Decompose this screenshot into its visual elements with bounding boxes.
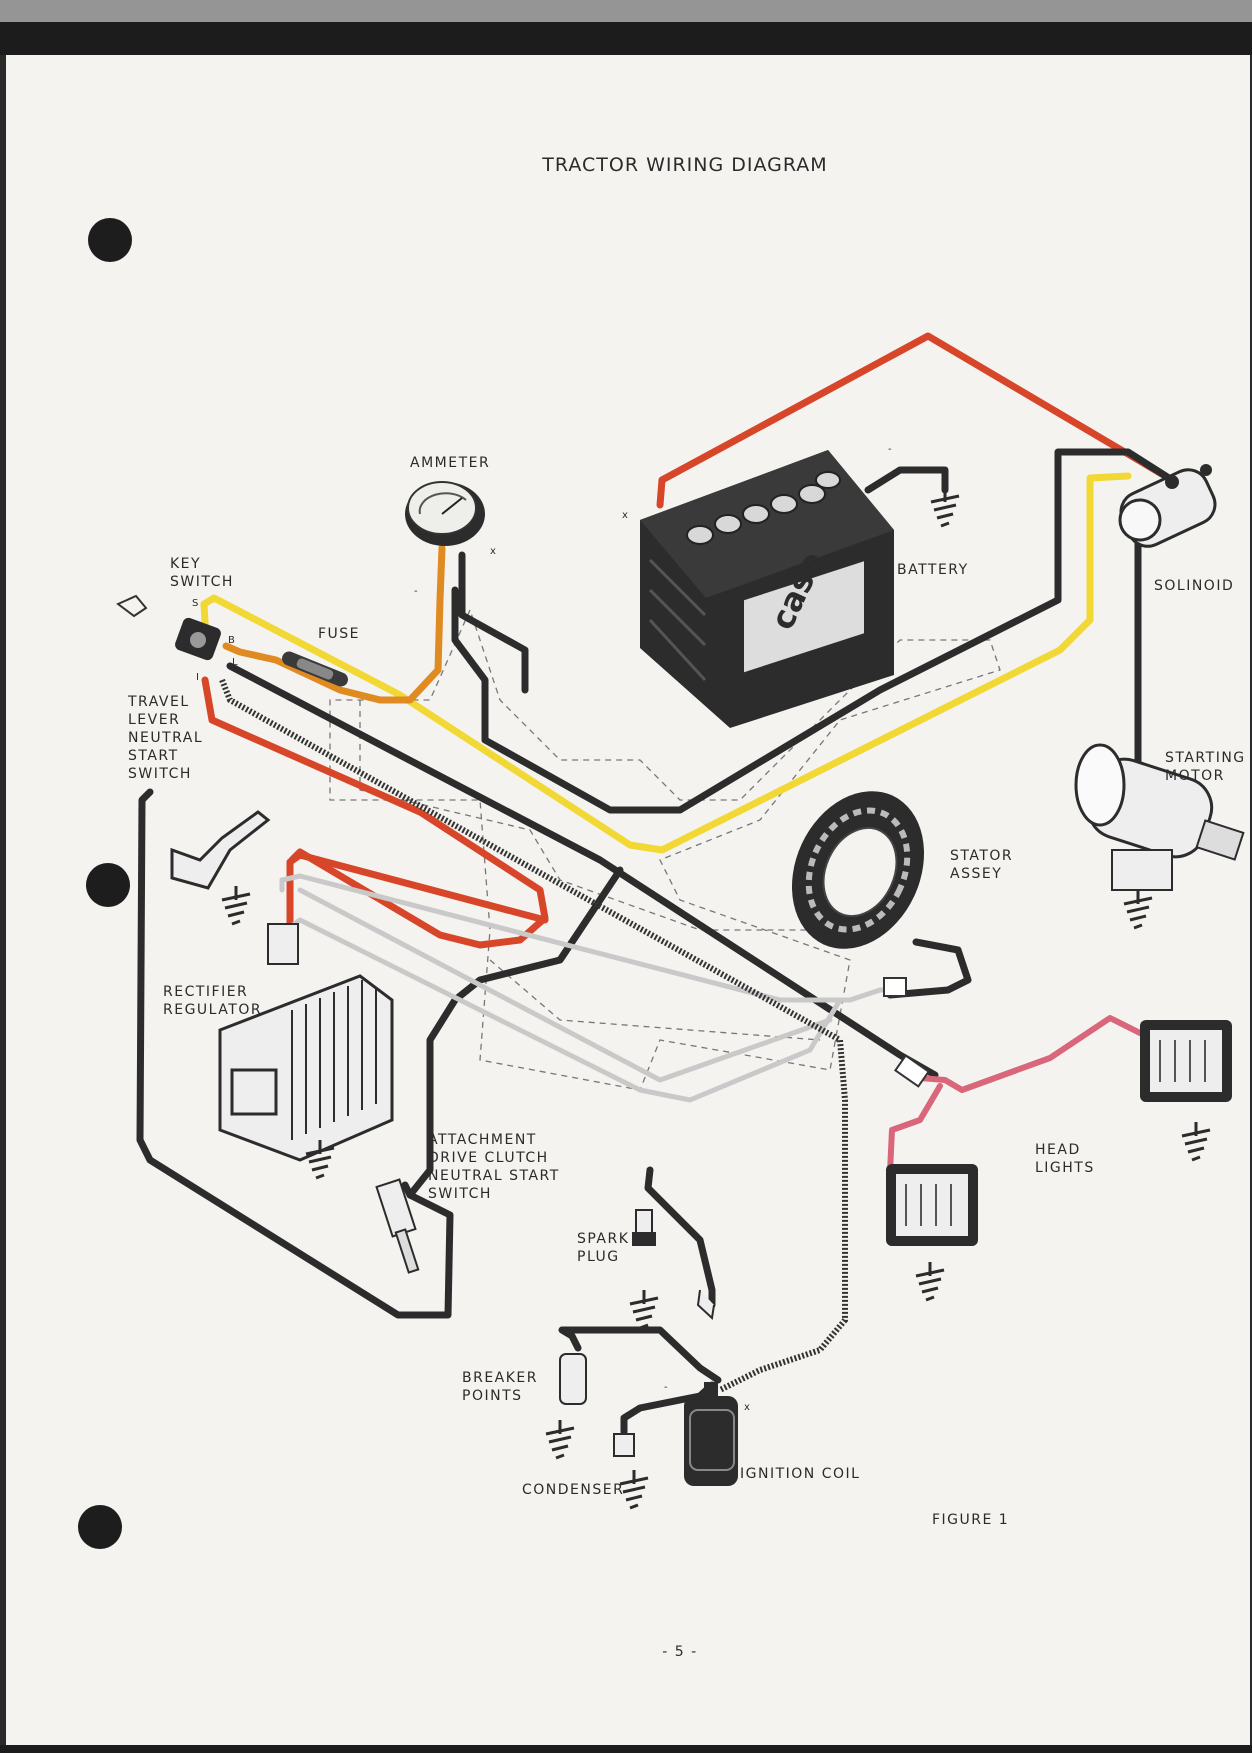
svg-text:STATOR: STATOR (950, 848, 1013, 864)
travel-lever-label: TRAVEL LEVER NEUTRAL START SWITCH (127, 694, 203, 782)
starting-motor-label: STARTING MOTOR (1165, 750, 1246, 784)
svg-text:STARTING: STARTING (1165, 750, 1246, 766)
ignition-coil-wire (219, 678, 848, 1393)
spark-plug (632, 1209, 715, 1321)
headlight-wire (917, 1015, 1153, 1093)
binder-hole (78, 1505, 122, 1549)
fuse-holder (282, 651, 348, 687)
svg-text:RECTIFIER: RECTIFIER (163, 984, 248, 1000)
bottom-scan-edge (0, 1745, 1252, 1753)
condenser-label: CONDENSER (522, 1482, 624, 1498)
solenoid-ground-cable (451, 448, 1176, 814)
attachment-switch-wire (406, 866, 624, 1199)
page-number: - 5 - (662, 1644, 697, 1660)
terminal-s: S (192, 598, 198, 609)
attachment-label: ATTACHMENT DRIVE CLUTCH NEUTRAL START SW… (428, 1132, 560, 1202)
solenoid (1118, 464, 1217, 548)
ammeter-output-wire (458, 551, 529, 694)
diagram-title: TRACTOR WIRING DIAGRAM (541, 154, 827, 176)
battery-label: BATTERY (897, 562, 969, 578)
paper-sheet (6, 55, 1250, 1745)
svg-text:LIGHTS: LIGHTS (1035, 1160, 1095, 1176)
solenoid-ignition-wire (200, 472, 1132, 854)
svg-text:SWITCH: SWITCH (128, 766, 192, 782)
condenser (613, 1433, 635, 1457)
battery-negative-cable (864, 466, 949, 494)
svg-text:REGULATOR: REGULATOR (163, 1002, 262, 1018)
battery-positive-terminal: x (622, 510, 628, 521)
ammeter-label: AMMETER (410, 455, 490, 471)
stator-ac-wire-3 (297, 887, 833, 1083)
attachment-drive-clutch-switch (375, 1178, 420, 1274)
headlight-right (1140, 1020, 1232, 1102)
binder-hole (88, 218, 132, 262)
stator-label: STATOR ASSEY (950, 848, 1013, 882)
svg-text:SWITCH: SWITCH (428, 1186, 492, 1202)
rectifier-regulator (218, 923, 394, 1162)
svg-text:SPARK: SPARK (577, 1231, 629, 1247)
light-connector (893, 1054, 931, 1088)
neutral-start-loop (136, 788, 454, 1319)
svg-text:NEUTRAL START: NEUTRAL START (428, 1168, 560, 1184)
solinoid-label: SOLINOID (1154, 578, 1234, 594)
starting-motor (1074, 743, 1245, 891)
svg-text:TRAVEL: TRAVEL (127, 694, 190, 710)
svg-text:START: START (128, 748, 179, 764)
figure-label: FIGURE 1 (932, 1512, 1009, 1528)
head-lights-label: HEAD LIGHTS (1035, 1142, 1095, 1176)
coil-minus: - (664, 1382, 668, 1393)
ammeter-gauge: - x (405, 481, 496, 597)
coil-plus: x (744, 1402, 750, 1413)
svg-text:LEVER: LEVER (128, 712, 180, 728)
stator-output-wire (886, 938, 972, 999)
ammeter-plus: x (490, 546, 496, 557)
breaker-points-label: BREAKER POINTS (462, 1370, 538, 1404)
fuse-label: FUSE (318, 626, 360, 642)
key-switch: S B L I (116, 594, 238, 683)
travel-lever-switch (170, 810, 271, 890)
breaker-points-wire (558, 1326, 722, 1384)
battery-positive-cable (656, 332, 1176, 509)
breaker-points (559, 1353, 587, 1405)
stator-connector (883, 977, 907, 997)
spark-plug-label: SPARK PLUG (577, 1231, 629, 1265)
svg-text:KEY: KEY (170, 556, 201, 572)
ammeter-fuse-wire (222, 544, 446, 704)
ignition-coil-label: IGNITION COIL (740, 1466, 860, 1482)
svg-text:MOTOR: MOTOR (1165, 768, 1225, 784)
stator-ac-wire-2 (283, 917, 843, 1103)
binder-hole (86, 863, 130, 907)
rectifier-label: RECTIFIER REGULATOR (163, 984, 262, 1018)
svg-text:HEAD: HEAD (1035, 1142, 1081, 1158)
svg-text:SWITCH: SWITCH (170, 574, 234, 590)
rectifier-output-wire (286, 851, 549, 934)
svg-text:NEUTRAL: NEUTRAL (128, 730, 203, 746)
terminal-l: L (232, 657, 238, 668)
spark-plug-lead (644, 1166, 716, 1309)
stator-assembly (791, 791, 925, 949)
headlight-left (886, 1164, 978, 1246)
ignition-coil: - x (664, 1382, 750, 1486)
engine-outline (329, 608, 1001, 1091)
svg-text:BREAKER: BREAKER (462, 1370, 538, 1386)
svg-text:PLUG: PLUG (577, 1249, 620, 1265)
svg-text:DRIVE CLUTCH: DRIVE CLUTCH (428, 1150, 549, 1166)
key-switch-label: KEY SWITCH (170, 556, 234, 590)
svg-text:ATTACHMENT: ATTACHMENT (428, 1132, 537, 1148)
battery: case x - (622, 444, 894, 728)
terminal-b: B (228, 635, 235, 646)
terminal-i: I (196, 672, 199, 683)
battery-negative-terminal: - (888, 444, 892, 455)
ammeter-minus: - (414, 586, 418, 597)
stator-ac-wire-1 (279, 873, 901, 1003)
svg-text:ASSEY: ASSEY (950, 866, 1002, 882)
svg-text:POINTS: POINTS (462, 1388, 523, 1404)
